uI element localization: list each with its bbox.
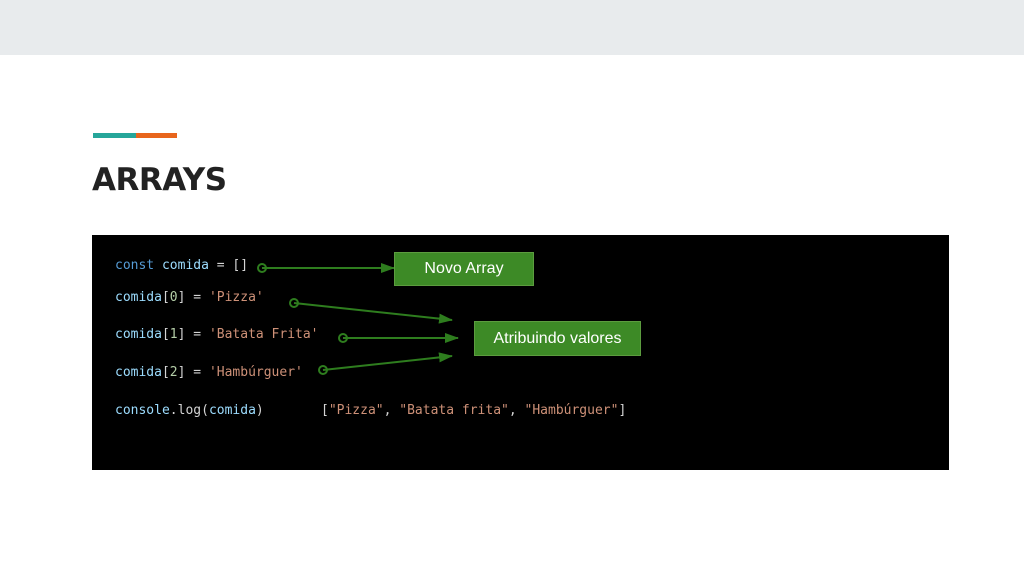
code-line-3-token-1: [ bbox=[161, 365, 170, 380]
console-output-token-0: [ bbox=[321, 403, 329, 418]
slide-title: ARRAYS bbox=[92, 162, 227, 198]
code-line-1-token-4: 'Pizza' bbox=[208, 290, 264, 305]
code-line-2-token-3: ] = bbox=[177, 327, 209, 342]
code-line-0-token-3: = [] bbox=[208, 258, 249, 273]
code-line-1-token-2: 0 bbox=[169, 290, 178, 305]
code-line-0-token-1 bbox=[154, 258, 162, 273]
code-line-1-token-3: ] = bbox=[177, 290, 209, 305]
label-novo-array-text: Novo Array bbox=[424, 260, 504, 277]
console-output-token-6: ] bbox=[618, 403, 627, 418]
code-line-assign-1: comida[1] = 'Batata Frita' bbox=[115, 327, 319, 343]
code-line-1-token-0: comida bbox=[115, 290, 162, 305]
code-line-console-log: console.log(comida) bbox=[115, 403, 264, 419]
code-line-2-token-0: comida bbox=[115, 327, 162, 342]
code-line-assign-2: comida[2] = 'Hambúrguer' bbox=[115, 365, 303, 381]
code-line-3-token-2: 2 bbox=[169, 365, 178, 380]
console-output-token-3: "Batata frita" bbox=[399, 403, 509, 418]
code-line-0-token-2: comida bbox=[161, 258, 209, 273]
code-line-2-token-2: 1 bbox=[169, 327, 178, 342]
code-line-declaration: const comida = [] bbox=[115, 258, 248, 274]
accent-bar-teal bbox=[93, 133, 136, 138]
code-line-4-token-0: console bbox=[115, 403, 170, 418]
code-line-1-token-1: [ bbox=[161, 290, 170, 305]
code-line-3-token-0: comida bbox=[115, 365, 162, 380]
code-line-3-token-4: 'Hambúrguer' bbox=[208, 365, 303, 380]
console-output: ["Pizza", "Batata frita", "Hambúrguer"] bbox=[321, 403, 626, 419]
code-line-4-token-1: . bbox=[169, 403, 178, 418]
top-band bbox=[0, 0, 1024, 55]
code-line-2-token-4: 'Batata Frita' bbox=[208, 327, 319, 342]
code-line-3-token-3: ] = bbox=[177, 365, 209, 380]
code-line-2-token-1: [ bbox=[161, 327, 170, 342]
accent-bar-orange bbox=[136, 133, 177, 138]
code-line-4-token-4: comida bbox=[208, 403, 256, 418]
console-output-token-4: , bbox=[508, 403, 525, 418]
label-novo-array: Novo Array bbox=[394, 252, 534, 286]
code-line-0-token-0: const bbox=[115, 258, 155, 273]
code-line-4-token-2: log bbox=[177, 403, 202, 418]
label-atribuindo-valores: Atribuindo valores bbox=[474, 321, 641, 356]
code-line-assign-0: comida[0] = 'Pizza' bbox=[115, 290, 264, 306]
console-output-token-2: , bbox=[383, 403, 400, 418]
code-line-4-token-5: ) bbox=[255, 403, 264, 418]
console-output-token-1: "Pizza" bbox=[328, 403, 384, 418]
console-output-token-5: "Hambúrguer" bbox=[524, 403, 619, 418]
label-atribuindo-valores-text: Atribuindo valores bbox=[493, 329, 622, 347]
code-line-4-token-3: ( bbox=[201, 403, 209, 418]
